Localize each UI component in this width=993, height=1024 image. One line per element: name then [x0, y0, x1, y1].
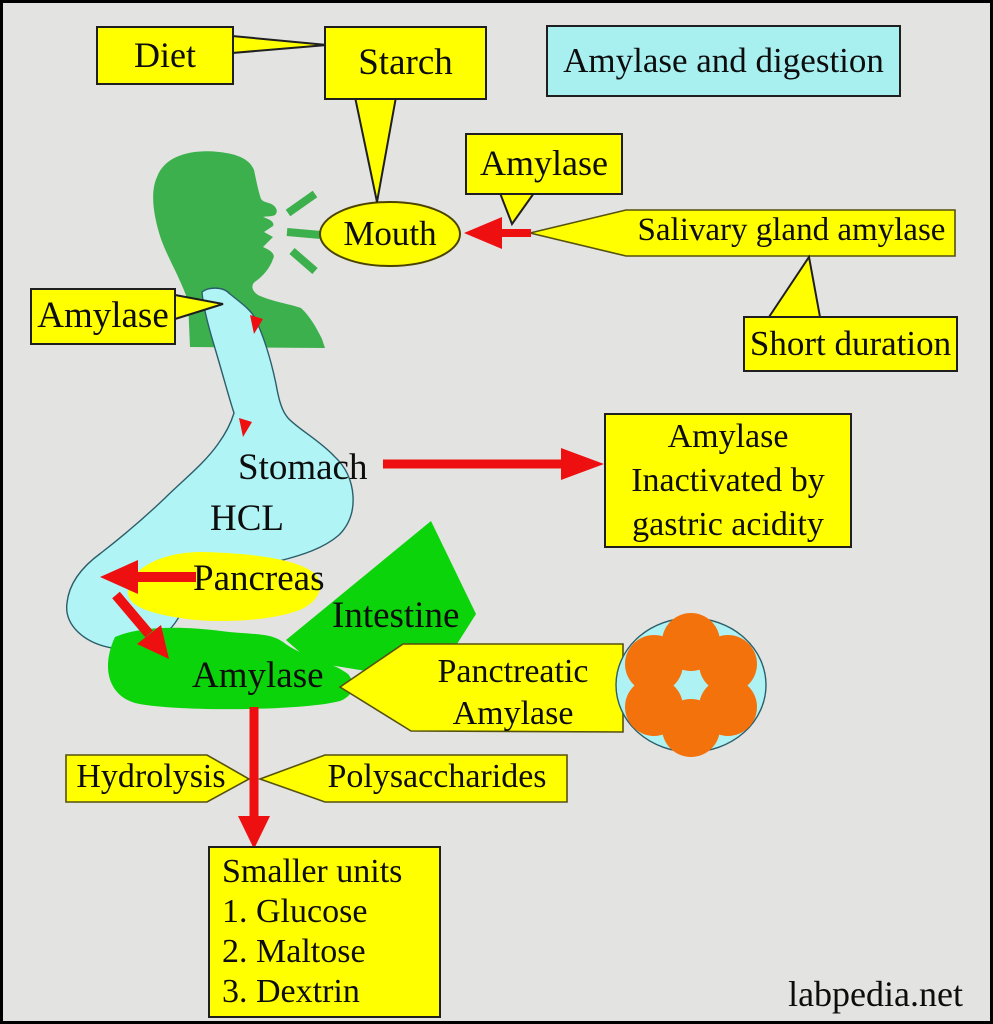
diagram-title-box: Amylase and digestion [546, 25, 901, 97]
esophagus-flow-arrow-icon [250, 315, 263, 334]
speech-sound-lines-icon [285, 190, 322, 275]
arrow-stomach-to-inactivated [383, 448, 604, 480]
hydrolysis-box [65, 754, 251, 803]
amylase-intestine-label: Amylase [192, 655, 324, 696]
stomach-label: Stomach [238, 447, 368, 488]
esophagus-flow-arrow-icon [239, 418, 252, 437]
polysaccharides-label: Polysaccharides [327, 758, 547, 795]
watermark: labpedia.net [788, 974, 963, 1014]
smaller-units-box: Smaller units 1. Glucose 2. Maltose 3. D… [208, 846, 441, 1018]
arrow-amylase-to-smaller-units [238, 707, 270, 849]
inactivated-line: Inactivated by [631, 461, 825, 499]
amylase-region-shape [107, 627, 353, 710]
diet-callout-pointer [231, 35, 328, 54]
starch-molecule-icon [615, 613, 767, 757]
polysaccharides-box [257, 754, 568, 803]
starch-callout-pointer [354, 96, 397, 203]
salivary-gland-amylase-box [529, 209, 956, 257]
starch-box: Starch [324, 26, 487, 100]
hydrolysis-label: Hydrolysis [76, 758, 226, 795]
starch-label: Starch [358, 41, 453, 83]
pancreas-shape [127, 552, 320, 621]
amylase-esophagus-box: Amylase [30, 288, 176, 345]
amylase-inactivated-box: Amylase Inactivated by gastric acidity [604, 413, 852, 548]
arrow-salivary-to-mouth [464, 217, 531, 249]
hcl-label: HCL [210, 498, 284, 539]
amylase-mouth-label: Amylase [480, 143, 608, 184]
pancreas-label: Pancreas [193, 558, 325, 599]
arrow-pancreas-to-stomach [100, 560, 196, 594]
diet-box: Diet [96, 26, 234, 85]
intestine-shape [286, 521, 476, 682]
arrow-pancreas-to-intestine [112, 591, 169, 659]
diagram-title: Amylase and digestion [563, 40, 884, 80]
smaller-units-title: Smaller units [222, 853, 403, 890]
smaller-units-item: 1. Glucose [222, 893, 368, 930]
pancreatic-amylase-label: Panctreatic Amylase [399, 651, 627, 735]
amylase-esophagus-callout-pointer [174, 294, 224, 320]
diagram-shapes-layer [65, 35, 956, 849]
pancreatic-amylase-line: Panctreatic [437, 653, 589, 690]
short-duration-callout-pointer [768, 254, 821, 318]
smaller-units-item: 3. Dextrin [222, 973, 360, 1010]
diet-label: Diet [134, 34, 196, 75]
pancreatic-amylase-line: Amylase [452, 695, 574, 732]
smaller-units-item: 2. Maltose [222, 933, 366, 970]
intestine-label: Intestine [332, 595, 460, 636]
short-duration-box: Short duration [743, 316, 958, 372]
amylase-mouth-callout-pointer [499, 192, 535, 227]
amylase-mouth-box: Amylase [465, 133, 623, 195]
mouth-node [319, 201, 461, 267]
salivary-gland-amylase-label: Salivary gland amylase [637, 212, 946, 248]
amylase-esophagus-label: Amylase [37, 295, 169, 337]
inactivated-line: Amylase [667, 417, 789, 455]
short-duration-label: Short duration [749, 323, 952, 363]
inactivated-line: gastric acidity [632, 505, 824, 543]
mouth-label: Mouth [343, 214, 437, 253]
